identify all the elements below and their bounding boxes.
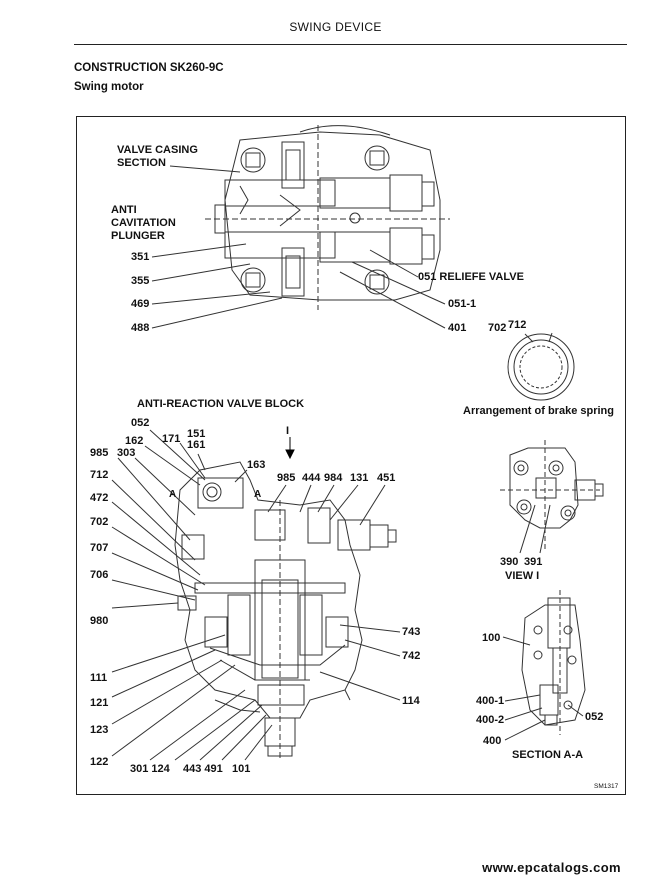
part-743: 743 (402, 626, 421, 638)
header-rule (74, 44, 627, 45)
part-114: 114 (402, 695, 420, 707)
component-heading: Swing motor (74, 81, 144, 93)
part-985-left: 985 (90, 447, 109, 459)
part-355: 355 (131, 275, 150, 287)
view-i-drawing (500, 440, 604, 554)
anti-cavitation-plunger-label: ANTI CAVITATION PLUNGER (111, 204, 176, 242)
part-151: 151 (187, 428, 206, 440)
part-444: 444 (302, 472, 321, 484)
part-163: 163 (247, 459, 266, 471)
section-a-a-drawing (502, 590, 586, 741)
part-488: 488 (131, 322, 150, 334)
relief-valve-label: 051 RELIEFE VALVE (418, 271, 524, 283)
part-400-1: 400-1 (476, 695, 505, 707)
part-443-491: 443 491 (183, 763, 223, 775)
brake-spring-ring-drawing (507, 332, 575, 401)
part-052: 052 (131, 417, 150, 429)
part-131: 131 (350, 472, 369, 484)
part-984: 984 (324, 472, 343, 484)
part-121: 121 (90, 697, 109, 709)
part-391: 391 (524, 556, 543, 568)
part-303: 303 (117, 447, 136, 459)
motor-section-drawing (174, 461, 397, 760)
part-390: 390 (500, 556, 519, 568)
part-706: 706 (90, 569, 109, 581)
valve-casing-section-label: VALVE CASING SECTION (117, 144, 198, 169)
part-980: 980 (90, 615, 109, 627)
part-171: 171 (162, 433, 181, 445)
valve-casing-drawing (205, 125, 450, 310)
diagram-frame (76, 116, 626, 795)
part-162: 162 (125, 435, 144, 447)
part-742: 742 (402, 650, 421, 662)
part-101: 101 (232, 763, 251, 775)
part-401: 401 (448, 322, 467, 334)
section-a-a-caption: SECTION A-A (512, 749, 584, 761)
part-702: 702 (90, 516, 109, 528)
drawing-code: SM1317 (594, 783, 619, 790)
part-707: 707 (90, 542, 109, 554)
part-712-top: 712 (508, 319, 527, 331)
part-161: 161 (187, 439, 206, 451)
anti-reaction-valve-block-label: ANTI-REACTION VALVE BLOCK (137, 398, 305, 410)
part-122: 122 (90, 756, 109, 768)
part-985-mid: 985 (277, 472, 296, 484)
website-footer: www.epcatalogs.com (482, 860, 621, 875)
page-header-title: SWING DEVICE (289, 20, 382, 34)
part-111: 111 (90, 672, 108, 684)
port-a-right: A (254, 489, 262, 500)
view-arrow-i (285, 437, 295, 460)
part-702-top: 702 (488, 322, 507, 334)
middle-leader-lines (111, 429, 401, 761)
top-leader-lines (151, 165, 446, 329)
part-451: 451 (377, 472, 396, 484)
view-i-caption: VIEW I (505, 570, 540, 582)
construction-heading: CONSTRUCTION SK260-9C (74, 62, 224, 74)
part-472: 472 (90, 492, 109, 504)
view-arrow-label: I (286, 425, 290, 437)
part-100: 100 (482, 632, 501, 644)
part-052-right: 052 (585, 711, 604, 723)
part-400: 400 (483, 735, 502, 747)
part-351: 351 (131, 251, 150, 263)
part-712: 712 (90, 469, 109, 481)
part-301-124: 301 124 (130, 763, 170, 775)
port-a-left: A (169, 489, 177, 500)
brake-spring-caption: Arrangement of brake spring (463, 405, 614, 417)
part-123: 123 (90, 724, 109, 736)
part-469: 469 (131, 298, 150, 310)
part-051-1: 051-1 (448, 298, 477, 310)
part-400-2: 400-2 (476, 714, 505, 726)
